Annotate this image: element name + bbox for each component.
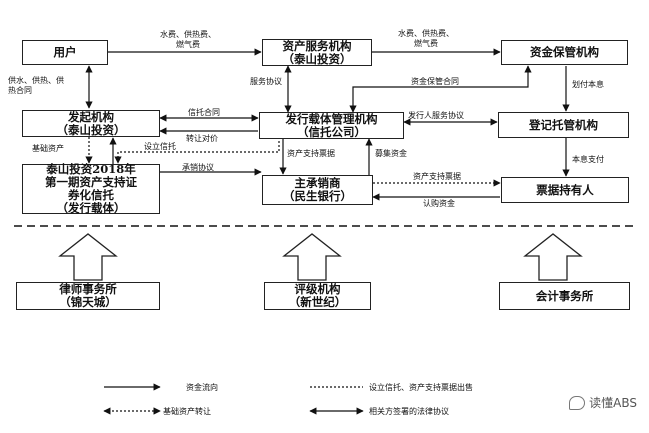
- label-underwriting-agreement: 承销协议: [182, 163, 214, 172]
- asset-service-box: 资产服务机构（泰山投资）: [262, 39, 372, 66]
- legend-trust-issue: 设立信托、资产支持票据出售: [369, 383, 473, 392]
- label-abn-note-2: 资产支持票据: [413, 172, 461, 181]
- label-base-asset: 基础资产: [32, 144, 64, 153]
- underwriter-box: 主承销商（民生银行）: [262, 175, 373, 205]
- legend-fund-flow: 资金流向: [186, 383, 218, 392]
- accounting-firm-box: 会计事务所: [499, 282, 630, 310]
- arrow-set-trust: [114, 137, 280, 164]
- label-custody-contract: 资金保管合同: [411, 77, 459, 86]
- arrow-custody-contract: [349, 65, 532, 113]
- registry-box: 登记托管机构: [498, 112, 629, 138]
- watermark: 读懂ABS: [569, 394, 637, 411]
- label-principal-payment: 本息支付: [572, 155, 604, 164]
- label-abn-note: 资产支持票据: [287, 149, 335, 158]
- label-trust-contract: 信托合同: [188, 108, 220, 117]
- watermark-text: 读懂ABS: [589, 396, 637, 410]
- fund-custody-box: 资金保管机构: [501, 40, 628, 65]
- label-supply-contract: 供水、供热、供热合同: [8, 76, 64, 95]
- label-subscription-funds: 认购资金: [423, 199, 455, 208]
- label-fees-right: 水费、供热费、燃气费: [398, 29, 454, 48]
- user-box: 用户: [22, 40, 108, 65]
- label-service-agreement: 服务协议: [250, 77, 282, 86]
- law-firm-up-arrow: [58, 233, 118, 281]
- accounting-up-arrow: [523, 233, 583, 281]
- law-firm-box: 律师事务所（锦天城）: [16, 282, 160, 310]
- label-set-trust: 设立信托: [144, 142, 176, 151]
- legend-legal-agreement: 相关方签署的法律协议: [369, 407, 449, 416]
- label-raise-funds: 募集资金: [375, 149, 407, 158]
- label-fees-left: 水费、供热费、燃气费: [160, 30, 216, 49]
- issuer-manager-box: 发行载体管理机构（信托公司）: [259, 112, 404, 139]
- wechat-icon: [569, 395, 586, 410]
- rating-agency-box: 评级机构（新世纪）: [264, 282, 371, 310]
- noteholder-box: 票据持有人: [501, 177, 629, 203]
- label-interest-transfer: 划付本息: [572, 80, 604, 89]
- label-issuer-service-agreement: 发行人服务协议: [408, 111, 464, 120]
- label-transfer-price: 转让对价: [186, 134, 218, 143]
- issuing-vehicle-box: 泰山投资2018年第一期资产支持证 券化信托（发行载体）: [22, 163, 160, 215]
- originator-box: 发起机构（泰山投资）: [22, 110, 160, 137]
- legend-base-asset-transfer: 基础资产转让: [163, 407, 211, 416]
- rating-up-arrow: [282, 233, 342, 281]
